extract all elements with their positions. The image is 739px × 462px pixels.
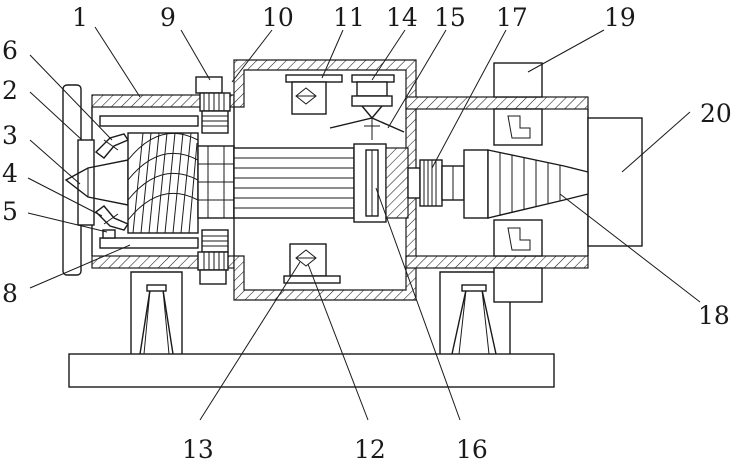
lower-clamp-arm bbox=[96, 206, 128, 238]
label-5: 5 bbox=[2, 197, 18, 226]
cone-nozzle bbox=[488, 150, 588, 218]
label-8: 8 bbox=[2, 279, 18, 308]
end-cap bbox=[63, 85, 94, 275]
label-15: 15 bbox=[434, 3, 466, 32]
spline-shaft bbox=[234, 148, 354, 218]
motor-box bbox=[588, 118, 642, 246]
label-18: 18 bbox=[698, 301, 730, 330]
label-4: 4 bbox=[2, 159, 18, 188]
label-16: 16 bbox=[456, 435, 488, 462]
label-20: 20 bbox=[700, 99, 732, 128]
bearing-ring bbox=[354, 144, 386, 222]
label-14: 14 bbox=[386, 3, 418, 32]
left-support-stand bbox=[131, 272, 182, 354]
label-2: 2 bbox=[2, 76, 18, 105]
upper-slider-rail bbox=[286, 75, 342, 114]
coupling-block bbox=[198, 146, 234, 218]
upper-clamp-arm bbox=[96, 134, 128, 158]
lower-slider-rail bbox=[284, 244, 340, 283]
label-12: 12 bbox=[354, 435, 386, 462]
label-1: 1 bbox=[72, 3, 88, 32]
label-17: 17 bbox=[496, 3, 528, 32]
label-13: 13 bbox=[182, 435, 214, 462]
blade-assembly bbox=[330, 75, 404, 140]
label-11: 11 bbox=[333, 3, 365, 32]
label-6: 6 bbox=[2, 36, 18, 65]
base-plate bbox=[69, 354, 554, 387]
label-19: 19 bbox=[604, 3, 636, 32]
label-3: 3 bbox=[2, 121, 18, 150]
label-10: 10 bbox=[262, 3, 294, 32]
label-9: 9 bbox=[160, 3, 176, 32]
lower-fastener bbox=[198, 230, 228, 284]
helical-screw bbox=[128, 133, 198, 233]
upper-fastener bbox=[196, 77, 230, 133]
